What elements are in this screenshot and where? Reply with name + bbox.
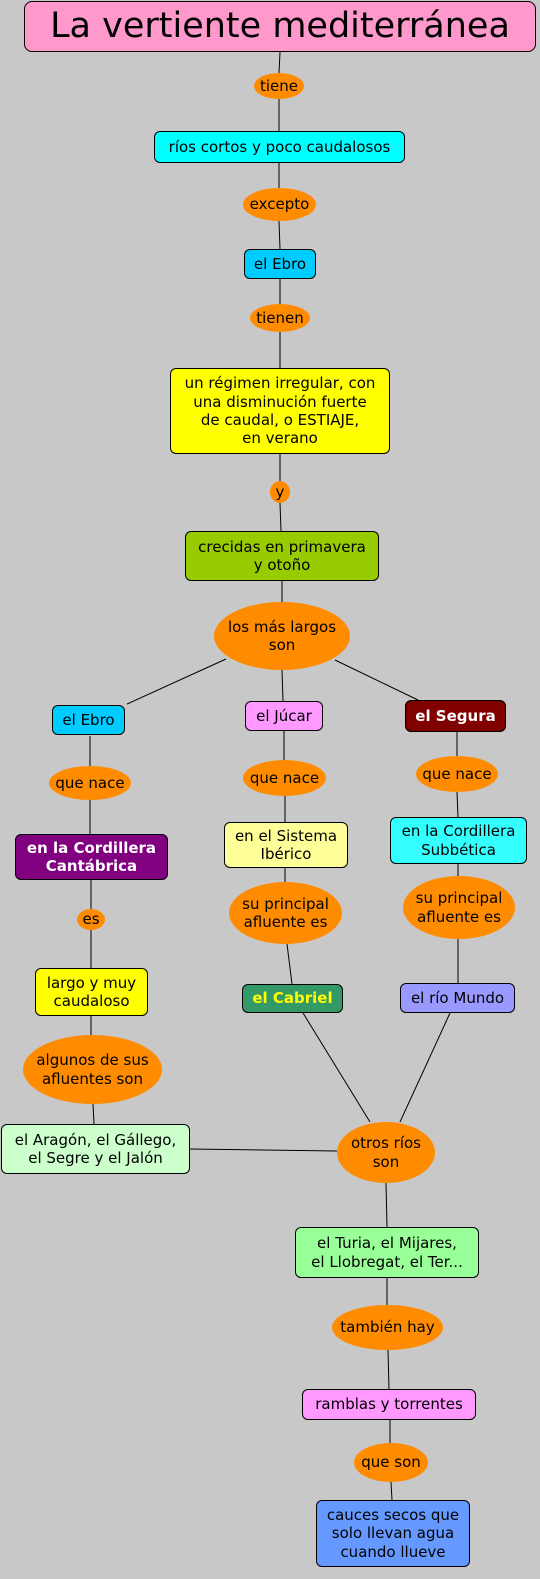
- link-algunos-afluentes[interactable]: algunos de sus afluentes son: [23, 1035, 162, 1104]
- ebro-node[interactable]: el Ebro: [52, 705, 125, 735]
- link-otros-rios[interactable]: otros ríos son: [337, 1122, 435, 1183]
- link-tienen[interactable]: tienen: [250, 304, 310, 332]
- ebro-top-node[interactable]: el Ebro: [244, 249, 316, 279]
- link-los-mas-largos[interactable]: los más largos son: [214, 602, 350, 670]
- link-que-nace-ebro[interactable]: que nace: [49, 766, 131, 800]
- link-afluente-jucar[interactable]: su principal afluente es: [229, 882, 342, 944]
- link-excepto[interactable]: excepto: [243, 188, 316, 221]
- link-tiene[interactable]: tiene: [254, 73, 304, 99]
- turia-mijares-node[interactable]: el Turia, el Mijares, el Llobregat, el T…: [295, 1227, 479, 1278]
- jucar-node[interactable]: el Júcar: [245, 701, 323, 731]
- link-afluente-segura[interactable]: su principal afluente es: [403, 876, 515, 939]
- afluentes-ebro-node[interactable]: el Aragón, el Gállego, el Segre y el Jal…: [1, 1124, 190, 1174]
- cabriel-node[interactable]: el Cabriel: [242, 984, 343, 1013]
- cauces-secos-node[interactable]: cauces secos que solo llevan agua cuando…: [316, 1500, 470, 1567]
- crecidas-node[interactable]: crecidas en primavera y otoño: [185, 531, 379, 581]
- cordillera-subbetica-node[interactable]: en la Cordillera Subbética: [390, 817, 527, 864]
- link-que-son[interactable]: que son: [354, 1443, 428, 1482]
- link-es[interactable]: es: [77, 909, 105, 930]
- link-que-nace-segura[interactable]: que nace: [416, 756, 498, 792]
- rio-mundo-node[interactable]: el río Mundo: [400, 983, 515, 1013]
- rios-cortos-node[interactable]: ríos cortos y poco caudalosos: [154, 131, 405, 163]
- segura-node[interactable]: el Segura: [405, 700, 506, 732]
- ramblas-node[interactable]: ramblas y torrentes: [302, 1389, 476, 1420]
- link-que-nace-jucar[interactable]: que nace: [243, 760, 326, 796]
- link-tambien-hay[interactable]: también hay: [332, 1305, 443, 1350]
- regimen-node[interactable]: un régimen irregular, con una disminució…: [170, 368, 390, 454]
- title-node[interactable]: La vertiente mediterránea: [24, 1, 536, 52]
- cordillera-cantabrica-node[interactable]: en la Cordillera Cantábrica: [15, 834, 168, 880]
- largo-caudaloso-node[interactable]: largo y muy caudaloso: [35, 968, 148, 1016]
- sistema-iberico-node[interactable]: en el Sistema Ibérico: [224, 822, 348, 868]
- link-y[interactable]: y: [270, 481, 290, 503]
